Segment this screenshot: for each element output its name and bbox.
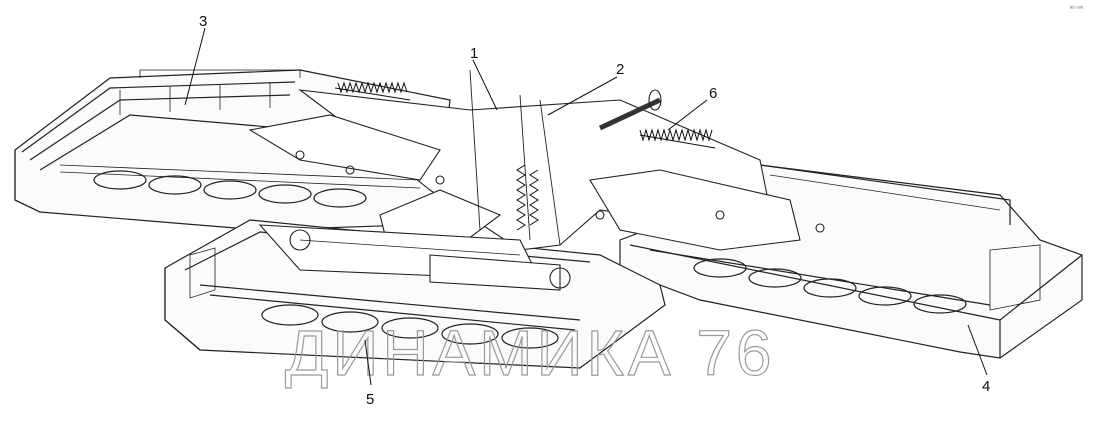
callout-1: 1 <box>470 45 478 62</box>
leader-line-4 <box>967 324 988 376</box>
callout-5: 5 <box>366 391 374 408</box>
spring-left <box>334 81 411 101</box>
watermark-text: ДИНАМИКА 76 <box>285 317 776 389</box>
leader-line-6 <box>667 99 708 131</box>
leader-line-3 <box>184 27 206 106</box>
spring-right <box>639 128 716 149</box>
leader-line-2 <box>547 76 618 116</box>
callout-4: 4 <box>982 378 990 395</box>
spring-center <box>516 164 539 231</box>
leader-lines <box>184 27 988 386</box>
callout-6: 6 <box>709 85 717 102</box>
leader-line-5 <box>364 339 372 386</box>
leader-line-1 <box>472 59 498 111</box>
callout-2: 2 <box>616 61 624 78</box>
callout-3: 3 <box>199 13 207 30</box>
corner-mark: ᵃ⁸ ᵒᵒᵒ <box>1070 5 1084 12</box>
